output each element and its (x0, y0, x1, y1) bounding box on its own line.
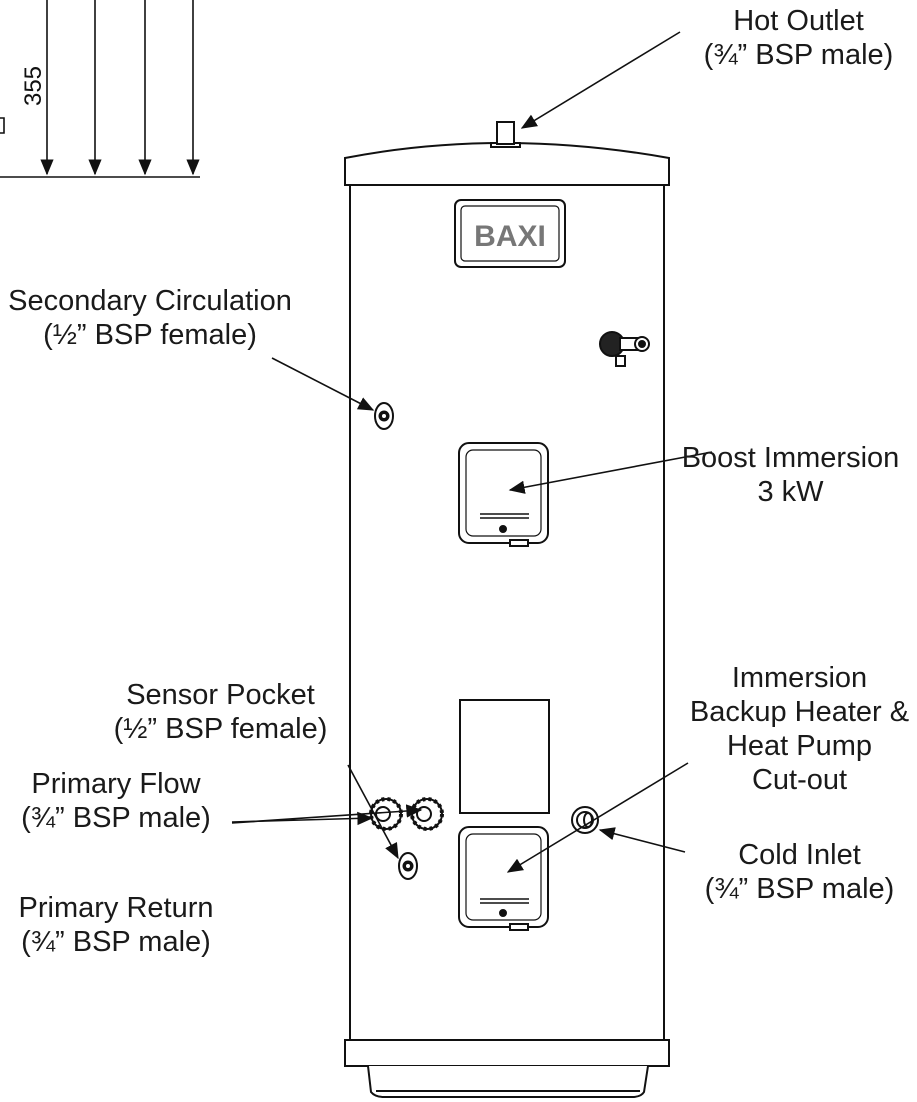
boost-immersion-cover (458, 442, 549, 547)
backup-immersion-cover (458, 826, 549, 931)
logo-badge: BAXI (454, 199, 566, 268)
label-boost-immersion: Boost Immersion 3 kW (681, 442, 900, 508)
label-primary-flow: Primary Flow (¾” BSP male) (21, 768, 211, 834)
label-cold-inlet: Cold Inlet (¾” BSP male) (704, 839, 895, 905)
primary-return-fitting (369, 797, 403, 831)
logo-text: BAXI (474, 220, 546, 253)
dimension-value: 355 (20, 66, 47, 106)
hot-outlet-pipe (490, 121, 521, 148)
leader-arrows (231, 31, 713, 873)
label-sensor-pocket: Sensor Pocket (½” BSP female) (113, 679, 328, 745)
label-primary-return: Primary Return (¾” BSP male) (18, 892, 214, 958)
label-immersion-backup: Immersion Backup Heater & Heat Pump Cut-… (689, 662, 910, 796)
primary-flow-fitting (410, 797, 444, 831)
secondary-circulation-fitting (374, 402, 394, 430)
label-hot-outlet: Hot Outlet (¾” BSP male) (703, 5, 894, 71)
data-label-panel (459, 699, 550, 814)
label-secondary-circulation: Secondary Circulation (½” BSP female) (8, 285, 292, 351)
dimension-lines (0, 0, 200, 178)
cylinder-body (344, 142, 670, 1098)
sensor-pocket-fitting (398, 852, 418, 880)
valve-fitting-icon (599, 331, 650, 367)
